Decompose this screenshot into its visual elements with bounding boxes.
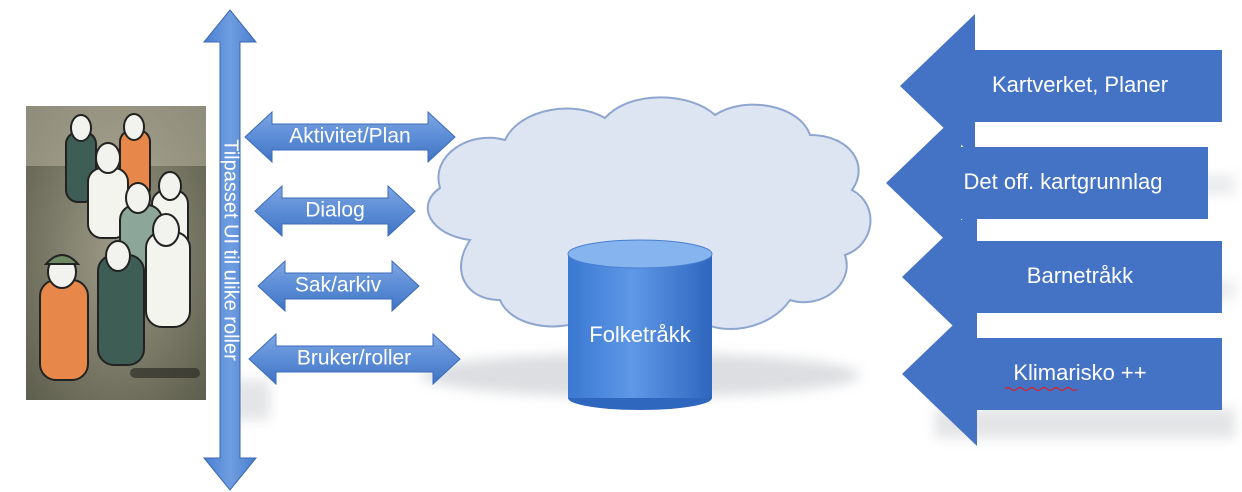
arrow-label-activity: Aktivitet/Plan [289,125,410,148]
left-arrow-4: Bruker/roller [248,332,461,386]
arrow-label-barnetrakk: Barnetråkk [1027,263,1134,288]
left-arrow-1: Aktivitet/Plan [244,110,456,164]
left-arrow-2: Dialog [254,184,416,238]
vertical-double-arrow: Tilpasset UI til ulike roller [202,9,258,491]
arrow-label-kartgrunnlag: Det off. kartgrunnlag [964,169,1163,194]
people-group-illustration [26,106,206,400]
arrow-label-dialog: Dialog [305,199,365,222]
spellcheck-underline [1004,386,1078,392]
arrow-label-archive: Sak/arkiv [295,274,382,297]
right-arrow-1: Kartverket, Planer [900,14,1222,158]
arrow-label-kartverket: Kartverket, Planer [992,72,1168,97]
right-arrow-4: Klimarisko ++ [902,302,1222,446]
database-cylinder: Folketråkk [567,239,713,410]
right-arrow-2: Det off. kartgrunnlag [886,111,1208,255]
vertical-arrow-label: Tilpasset UI til ulike roller [220,139,242,361]
left-arrow-3: Sak/arkiv [257,259,420,313]
right-arrow-3: Barnetråkk [902,205,1222,349]
arrow-label-klimarisko: Klimarisko ++ [1013,360,1146,385]
arrow-label-users: Bruker/roller [297,347,411,370]
database-label: Folketråkk [589,322,691,347]
